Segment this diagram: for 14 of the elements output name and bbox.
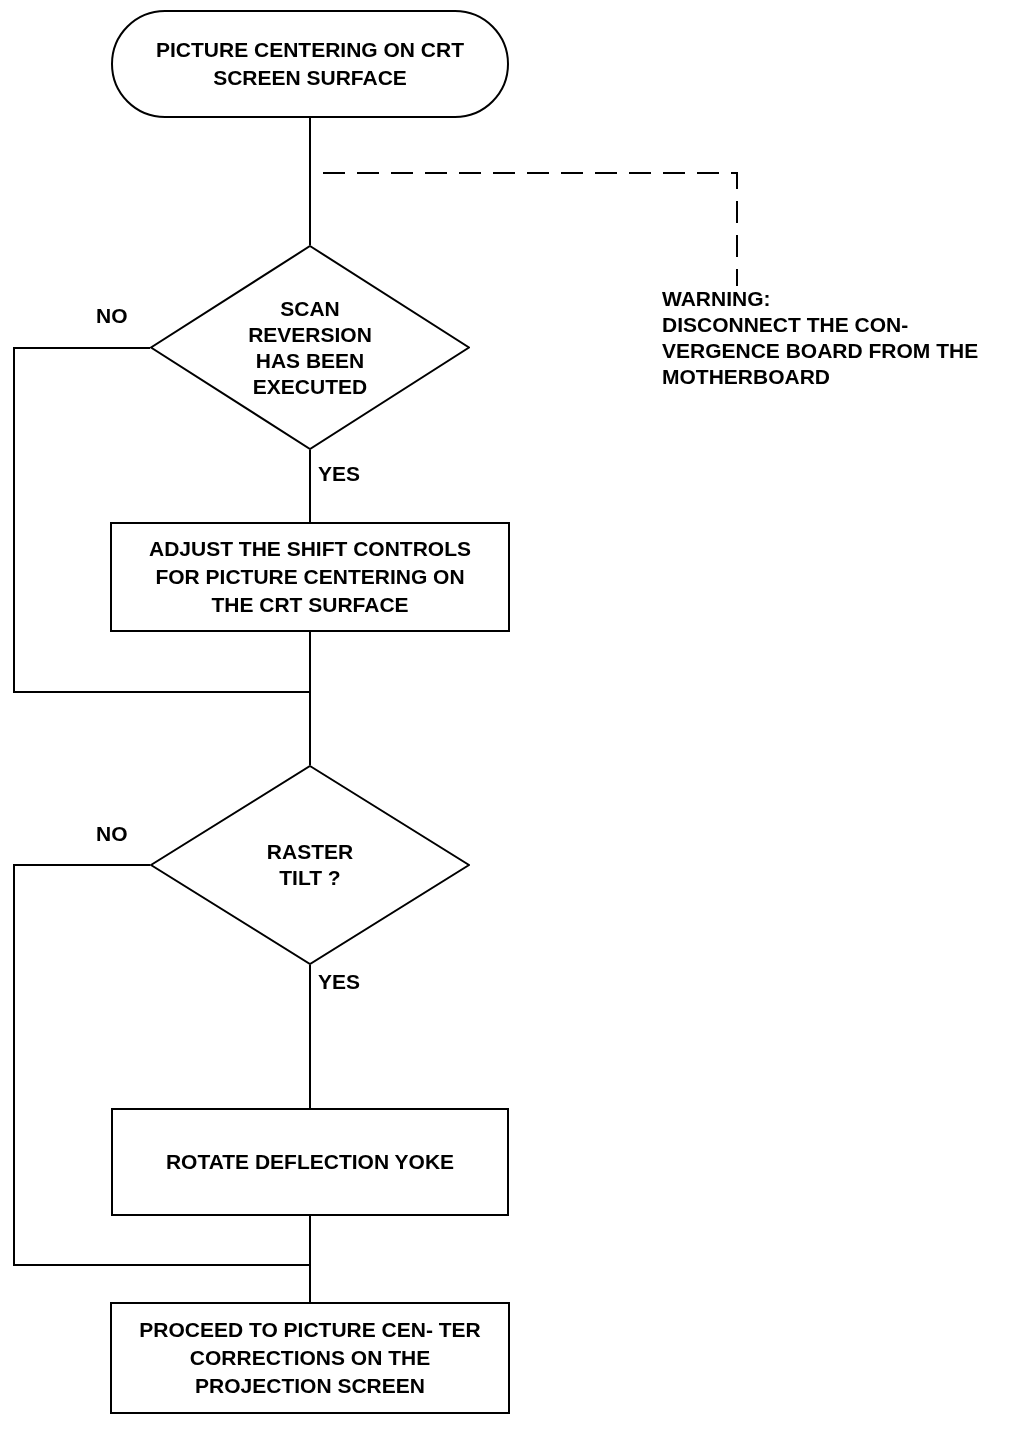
decision-text: SCAN REVERSION HAS BEEN EXECUTED: [247, 295, 373, 400]
connector-line: [309, 449, 311, 523]
warning-text: DISCONNECT THE CON- VERGENCE BOARD FROM THE MOTHERBOARD: [662, 312, 980, 390]
decision-diamond: [150, 245, 470, 450]
start-terminal: PICTURE CENTERING ON CRT SCREEN SURFACE: [111, 10, 509, 118]
decision-text: RASTER TILT ?: [265, 839, 355, 891]
warning-heading: WARNING:: [662, 286, 772, 312]
decision-diamond: [150, 765, 470, 965]
connector-line: [309, 964, 311, 1109]
connector-line: [309, 631, 311, 766]
process-box: ADJUST THE SHIFT CONTROLS FOR PICTURE CENTERING ON THE CRT SURFACE: [110, 522, 510, 632]
process-box: ROTATE DEFLECTION YOKE: [111, 1108, 509, 1216]
connector-line: [309, 1215, 311, 1303]
process-box: PROCEED TO PICTURE CEN- TER CORRECTIONS ON THE PROJECTION SCREEN: [110, 1302, 510, 1414]
